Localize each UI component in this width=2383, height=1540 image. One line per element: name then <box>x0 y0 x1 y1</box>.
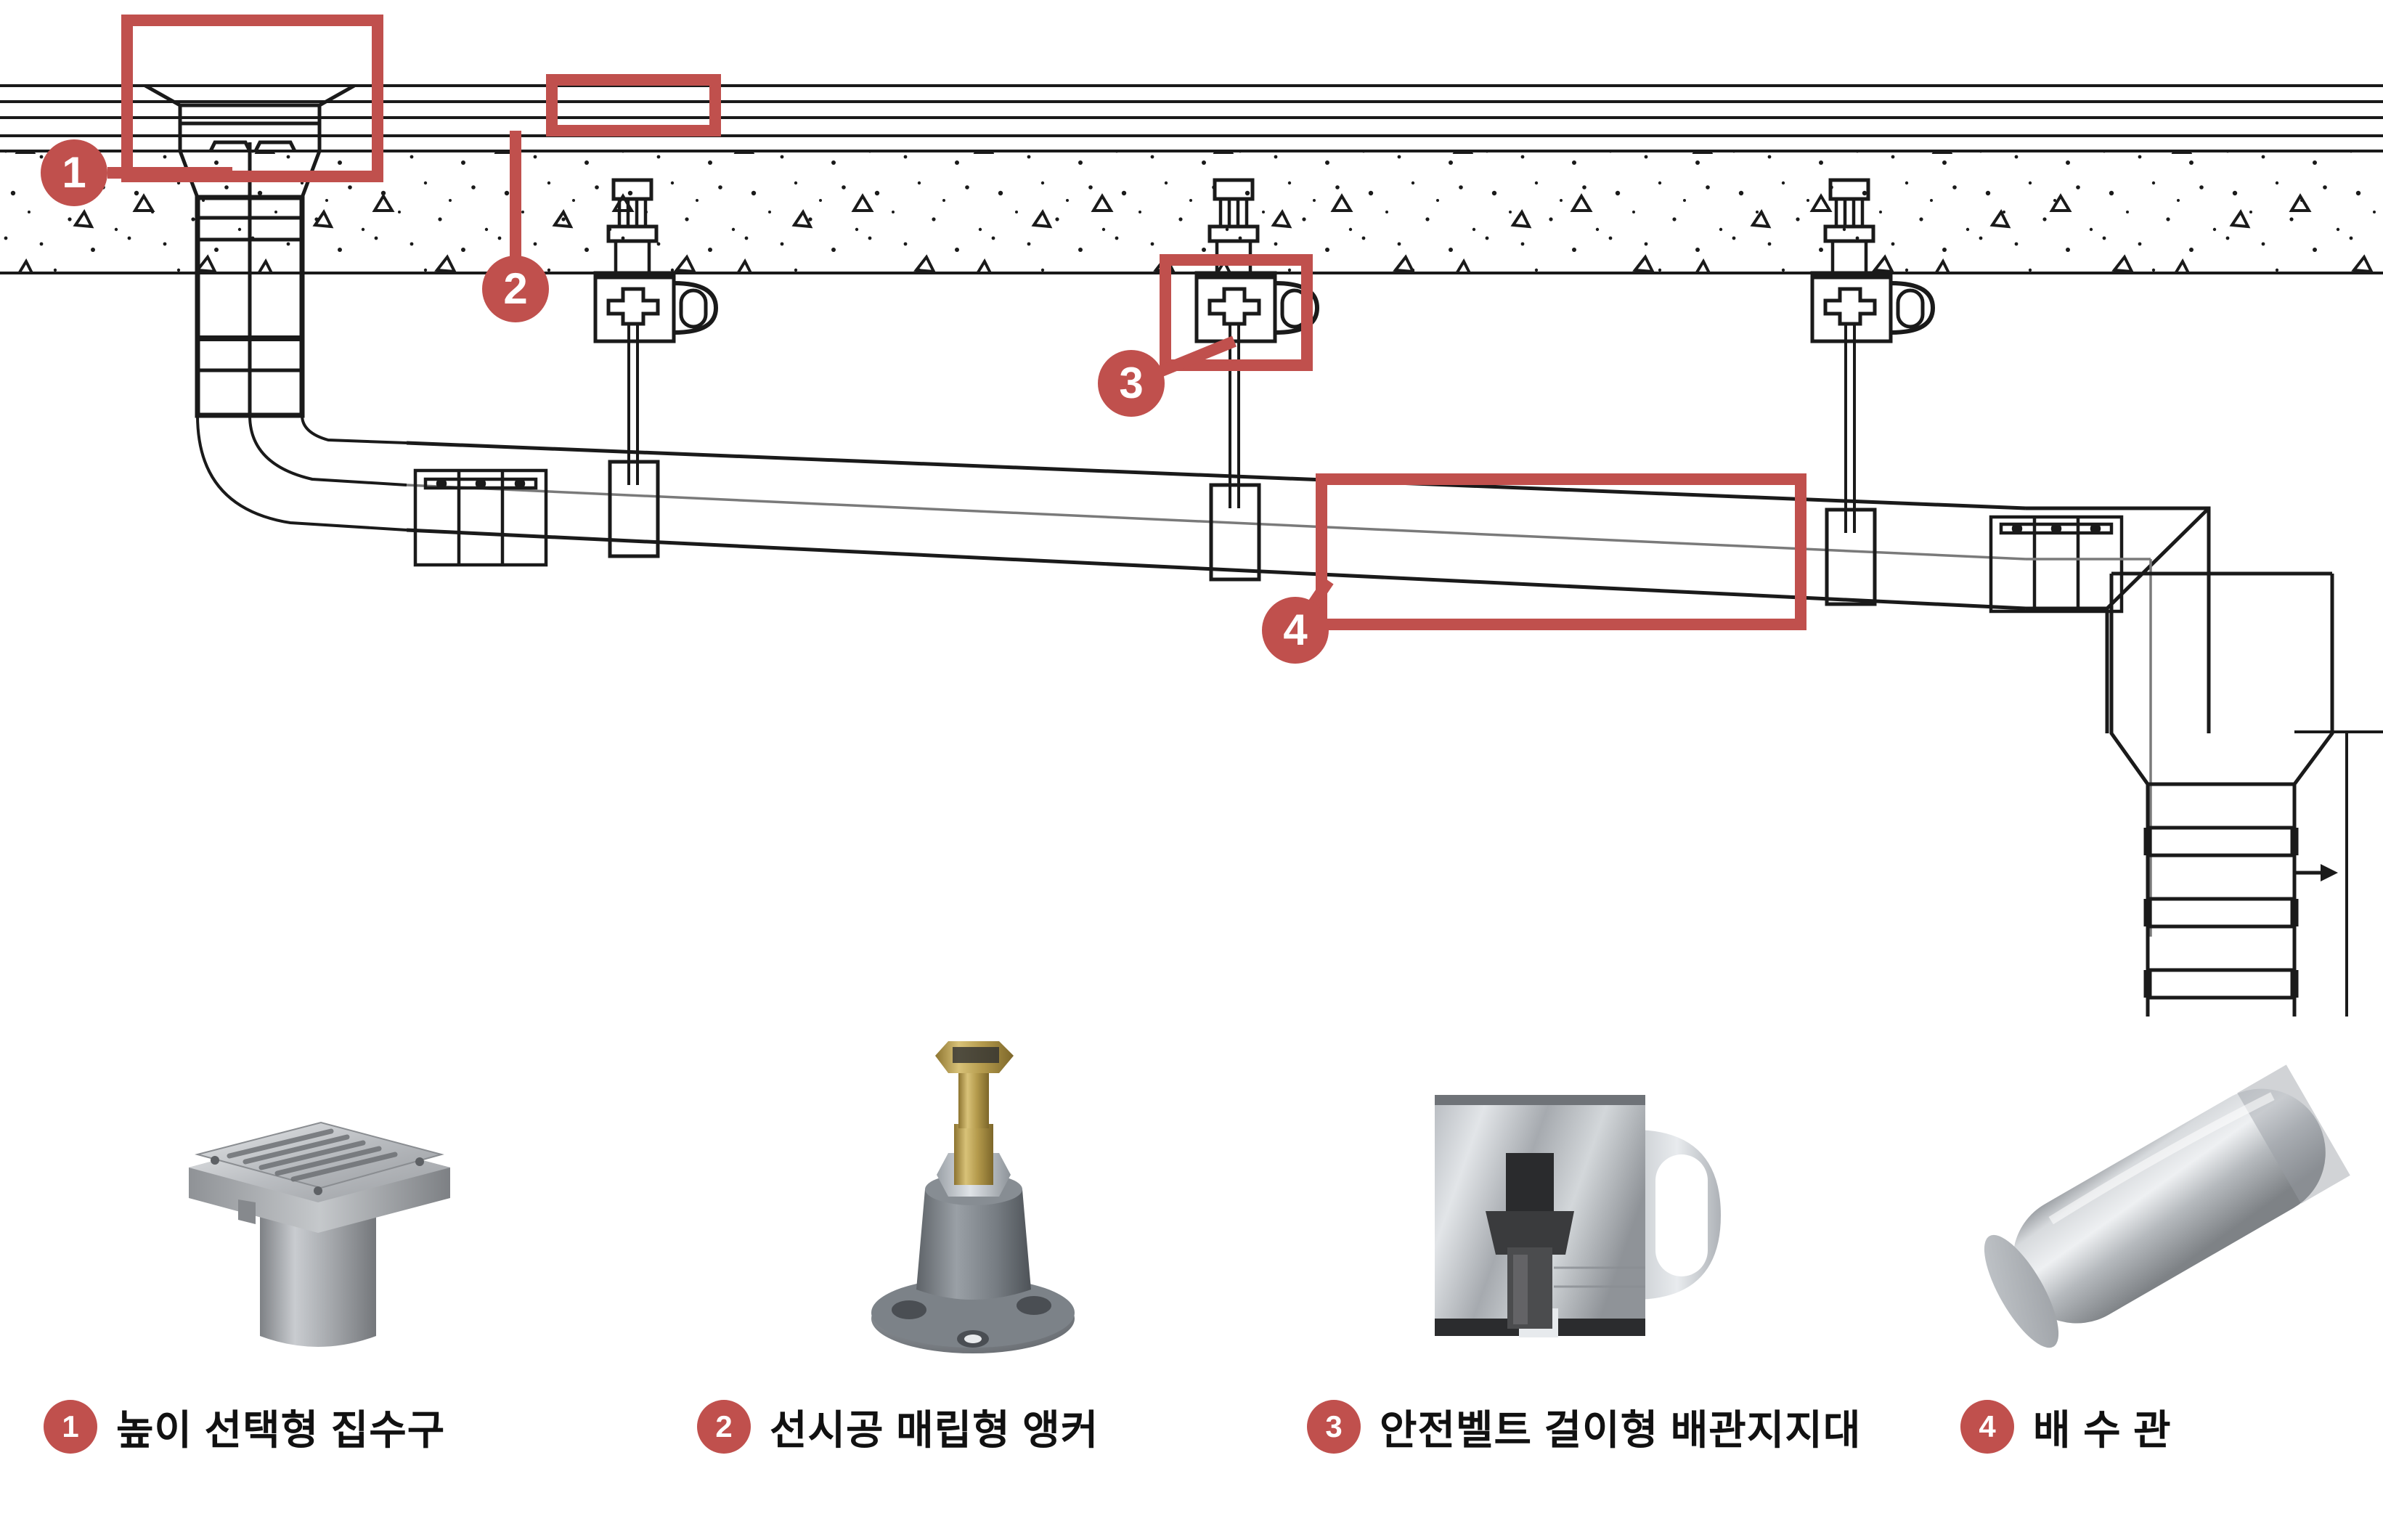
legend-label-4: 배 수 관 <box>2033 1406 2172 1453</box>
callout-badge-2[interactable]: 2 <box>482 256 549 322</box>
downpipe-assembly <box>2026 506 2383 1017</box>
pipe-elbow <box>196 415 407 531</box>
embedded-anchor-photo <box>697 1031 1249 1365</box>
legend-badge-2: 2 <box>697 1400 751 1454</box>
drain-pipe-run <box>406 441 2026 611</box>
legend-item-1[interactable]: 1 높이 선택형 집수구 <box>44 1387 610 1467</box>
pipe-coupling-left <box>413 468 548 567</box>
legend-column-3: 3 안전벨트 걸이형 배관지지대 <box>1307 1031 1860 1539</box>
legend-column-1: 1 높이 선택형 집수구 <box>44 1031 595 1539</box>
legend-label-1: 높이 선택형 집수구 <box>116 1406 446 1453</box>
legend-column-4: 4 배 수 관 <box>1960 1031 2383 1539</box>
legend-item-3[interactable]: 3 안전벨트 걸이형 배관지지대 <box>1307 1387 1873 1467</box>
legend-item-2[interactable]: 2 선시공 매립형 앵커 <box>697 1387 1263 1467</box>
drain-pipe-photo <box>1960 1031 2367 1365</box>
legend: 1 높이 선택형 집수구 <box>0 1031 2383 1539</box>
legend-badge-3: 3 <box>1307 1400 1361 1454</box>
callout-badge-4[interactable]: 4 <box>1262 597 1329 664</box>
pipe-coupling-right <box>1989 515 2124 614</box>
legend-badge-1: 1 <box>44 1400 97 1454</box>
legend-badge-4: 4 <box>1960 1400 2014 1454</box>
legend-label-3: 안전벨트 걸이형 배관지지대 <box>1380 1406 1862 1453</box>
floor-drain-photo <box>44 1031 595 1365</box>
hanger-assembly-1 <box>593 178 719 558</box>
callout-badge-1[interactable]: 1 <box>41 139 107 206</box>
legend-label-2: 선시공 매립형 앵커 <box>770 1406 1099 1453</box>
callout-badge-3[interactable]: 3 <box>1098 350 1165 417</box>
pipe-support-bracket-photo <box>1307 1031 1859 1365</box>
concrete-slab <box>0 84 2383 274</box>
hanger-assembly-3 <box>1810 178 1936 606</box>
technical-drawing <box>0 83 2383 1017</box>
legend-column-2: 2 선시공 매립형 앵커 <box>697 1031 1249 1539</box>
legend-item-4[interactable]: 4 배 수 관 <box>1960 1387 2383 1467</box>
